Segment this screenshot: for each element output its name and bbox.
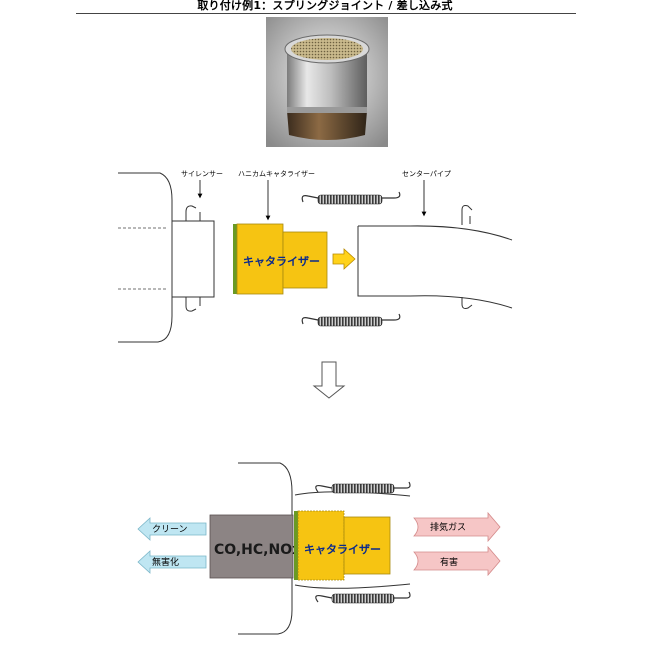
title-underline [76, 13, 576, 14]
in-arrow-exhaust: 排気ガス [413, 511, 501, 543]
silencer-outline [118, 172, 173, 343]
pollutant-label: CO,HC,NOx [214, 542, 301, 558]
in-arrow-harmful-label: 有害 [440, 556, 458, 568]
out-arrow-harmless: 無害化 [137, 550, 207, 574]
catalyzer-upper: キャタライザー [233, 223, 328, 295]
spring-bottom [301, 313, 401, 327]
center-pipe [357, 225, 513, 309]
silencer-hook-top [185, 205, 201, 221]
pollutant-box [209, 514, 294, 579]
spring-lower-top [315, 481, 411, 494]
label-center-pipe: センターパイプ [402, 169, 451, 178]
in-arrow-harmful: 有害 [413, 545, 501, 577]
catalyzer-lower: キャタライザー [294, 510, 391, 581]
insert-arrow [332, 248, 356, 270]
silencer-pipe [171, 220, 215, 298]
spring-lower-bottom [315, 591, 411, 604]
center-pipe-hook-bottom [461, 297, 473, 309]
silencer-hook-bottom [185, 297, 201, 312]
label-honeycomb-catalyzer: ハニカムキャタライザー [238, 169, 315, 178]
down-arrow [312, 361, 346, 399]
spring-top [301, 191, 401, 205]
out-arrow-clean-label: クリーン [152, 524, 188, 535]
in-arrow-exhaust-label: 排気ガス [430, 521, 466, 533]
lower-diagram: CO,HC,NOx キャタライザー クリーン 無害化 排気ガス 有害 [137, 462, 501, 635]
out-arrow-harmless-label: 無害化 [152, 556, 179, 568]
catalyzer-lower-label: キャタライザー [304, 543, 381, 556]
catalyzer-upper-label: キャタライザー [243, 255, 320, 268]
honeycomb-catalyzer-photo [266, 17, 388, 147]
label-silencer: サイレンサー [181, 170, 223, 178]
center-pipe-hook-top [461, 205, 473, 225]
upper-diagram: サイレンサー ハニカムキャタライザー センターパイプ キャタライザー [118, 169, 513, 399]
out-arrow-clean: クリーン [137, 517, 207, 541]
page-title: 取り付け例1：スプリングジョイント / 差し込み式 [197, 0, 453, 12]
